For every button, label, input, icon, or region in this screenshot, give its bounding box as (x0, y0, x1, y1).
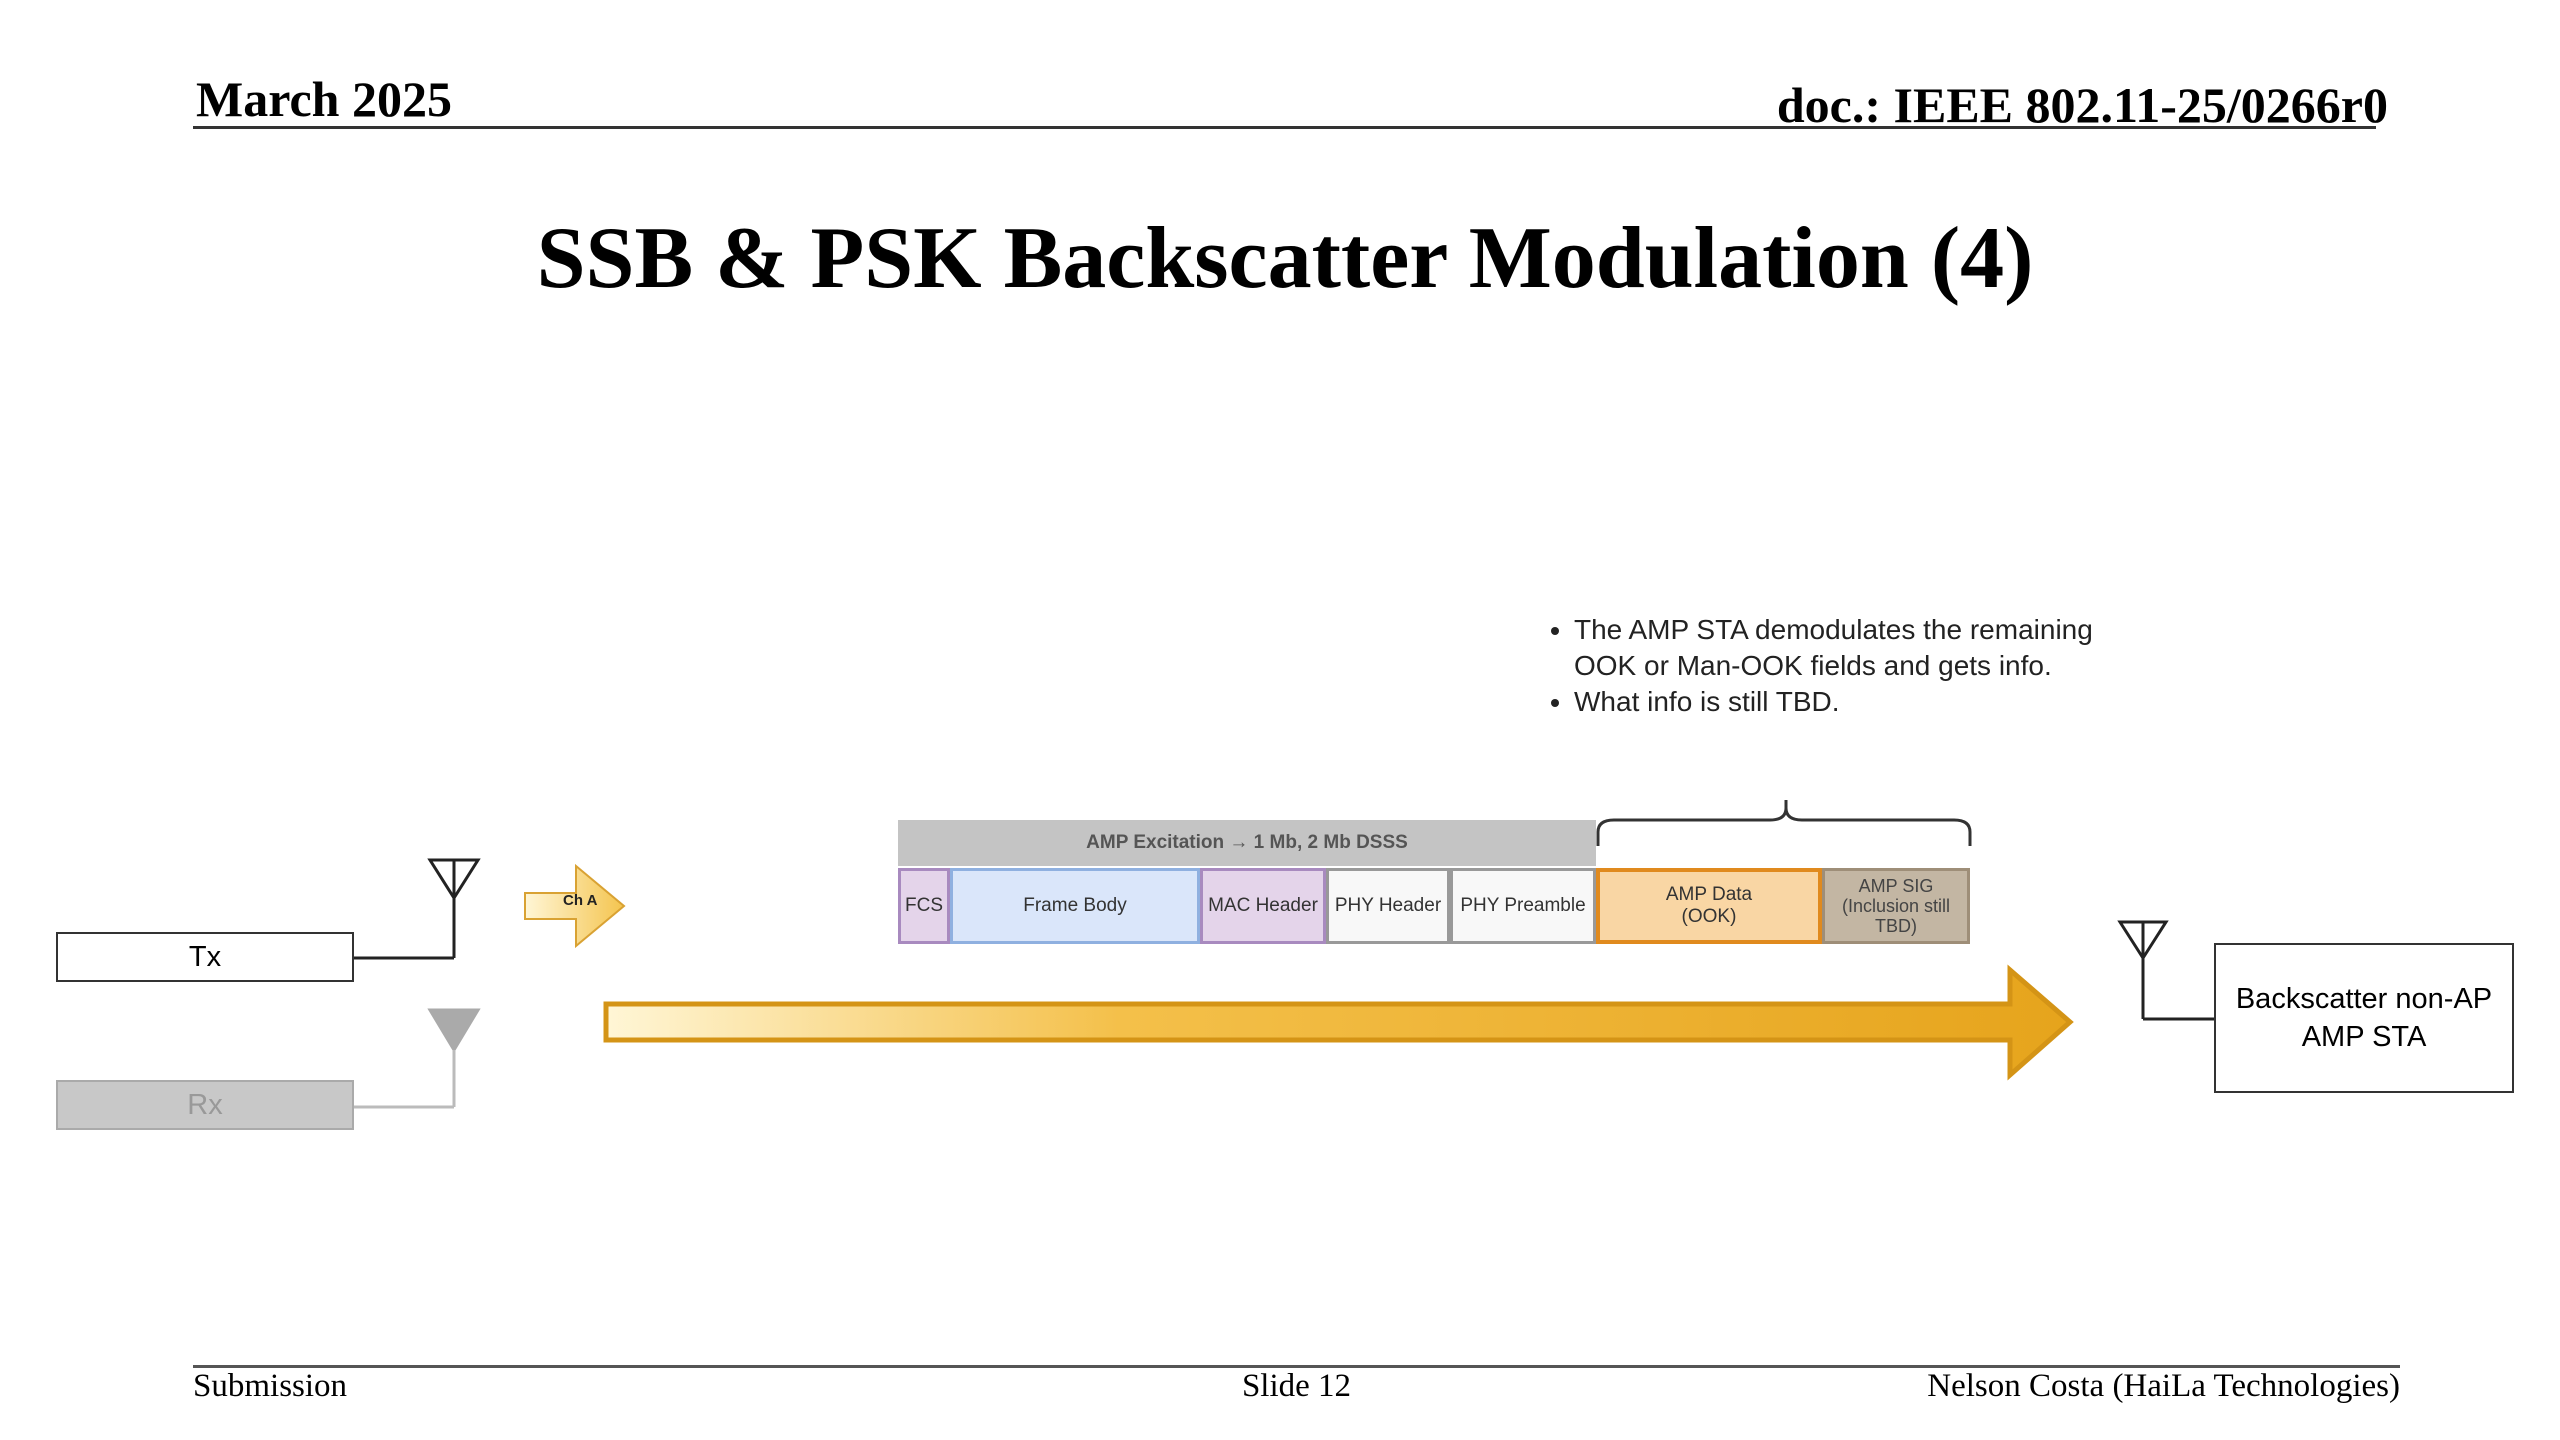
amp-excitation-bar: AMP Excitation → 1 Mb, 2 Mb DSSS (898, 820, 1596, 866)
field-mac-header: MAC Header (1200, 868, 1326, 944)
bullet-item: What info is still TBD. (1574, 684, 2154, 720)
field-frame-body: Frame Body (950, 868, 1200, 944)
slide-title: SSB & PSK Backscatter Modulation (4) (536, 210, 2034, 307)
header-doc-id: doc.: IEEE 802.11-25/0266r0 (1776, 77, 2388, 133)
tx-box: Tx (56, 932, 354, 982)
footer-author: Nelson Costa (HaiLa Technologies) (1927, 1368, 2400, 1404)
rx-box: Rx (56, 1080, 354, 1130)
field-phy-preamble: PHY Preamble (1450, 868, 1596, 944)
footer-submission: Submission (193, 1368, 348, 1404)
sta-antenna-icon (2117, 920, 2214, 1021)
propagation-arrow-icon (603, 964, 2074, 1081)
header-divider (193, 126, 2376, 129)
bullet-list: The AMP STA demodulates the remaining OO… (1534, 612, 2154, 720)
rx-antenna-icon (354, 1008, 481, 1109)
tx-antenna-icon (354, 858, 481, 960)
field-phy-header: PHY Header (1326, 868, 1450, 944)
backscatter-sta-box: Backscatter non-AP AMP STA (2214, 943, 2514, 1093)
sta-label: Backscatter non-AP AMP STA (2235, 983, 2493, 1053)
header-date: March 2025 (196, 71, 452, 127)
field-amp-sig: AMP SIG (Inclusion still TBD) (1822, 868, 1970, 944)
channel-label: Ch A (563, 892, 598, 909)
footer-divider (193, 1365, 2400, 1368)
field-fcs: FCS (898, 868, 950, 944)
amp-fields-brace (1596, 800, 1972, 846)
bullet-item: The AMP STA demodulates the remaining OO… (1574, 612, 2154, 684)
field-amp-data: AMP Data (OOK) (1596, 868, 1822, 944)
footer-slide-number: Slide 12 (1241, 1368, 1352, 1404)
channel-arrow-icon (524, 863, 626, 949)
